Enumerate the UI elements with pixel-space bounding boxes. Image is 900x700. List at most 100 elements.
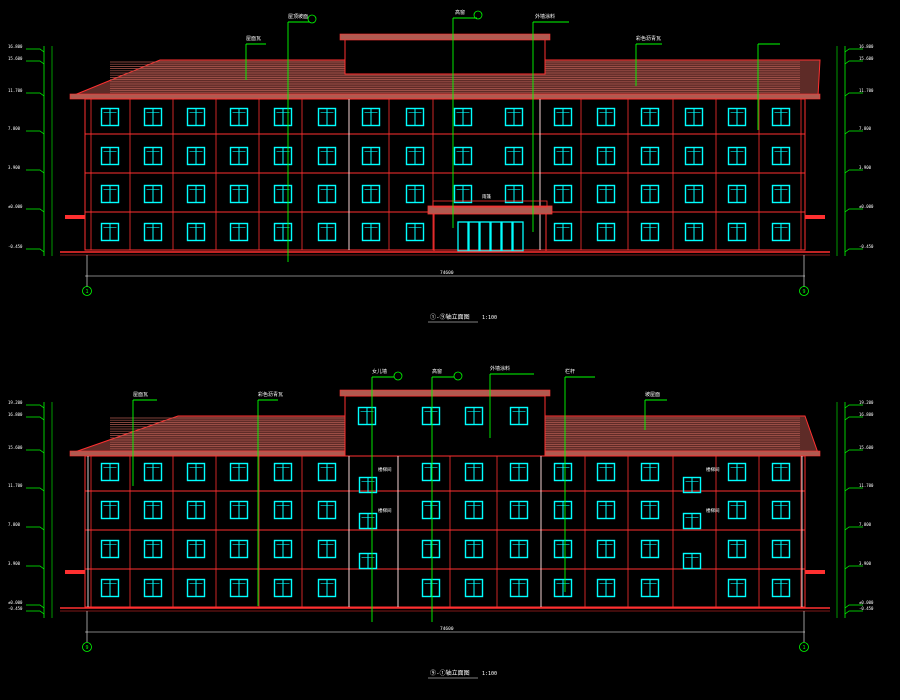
level-marks-left: 16.800 15.600 11.700 7.800 3.900 ±0.000 -0.450 — [8, 44, 53, 256]
level-marks-left: 19.20016.80015.60011.7007.8003.900±0.000… — [8, 400, 53, 618]
side-plinth-right — [805, 215, 825, 219]
level-marker — [844, 404, 863, 409]
leader-lines — [245, 10, 780, 262]
axis-bubble-left — [82, 286, 92, 296]
level-elevation: 7.800 — [859, 126, 872, 131]
side-plinth-right — [805, 570, 825, 574]
level-marker — [26, 604, 45, 609]
level-marker — [844, 130, 863, 135]
level-elevation: 7.800 — [859, 522, 872, 527]
level-marker — [26, 404, 45, 409]
level-elevation: 15.600 — [859, 445, 874, 450]
level-elevation: 16.800 — [8, 44, 23, 49]
level-marks-right: 19.20016.80015.60011.7007.8003.900±0.000… — [836, 400, 874, 618]
level-marker — [26, 248, 45, 253]
level-elevation: 3.900 — [8, 165, 21, 170]
level-elevation: -0.450 — [8, 244, 23, 249]
detail-bubble — [307, 14, 317, 24]
axis-label-right: 9 — [803, 289, 806, 295]
level-marker — [844, 92, 863, 97]
axis-label-right: 1 — [803, 645, 806, 651]
axis-bubble-right — [799, 642, 809, 652]
overall-dimension: 74600 — [440, 626, 454, 632]
level-marker — [844, 604, 863, 609]
axis-label-left: 9 — [86, 645, 89, 651]
level-elevation: 15.600 — [859, 56, 874, 61]
level-marker — [26, 565, 45, 570]
stair-label: 楼梯间 — [378, 507, 392, 514]
callout-text: 高窗 — [455, 9, 465, 16]
elevation-1: 屋顶坡面 高窗 外墙涂料 屋面瓦 彩色沥青瓦 雨篷 74600 1 9 ①-⑨轴… — [8, 9, 874, 323]
level-elevation: 16.800 — [859, 412, 874, 417]
side-plinth-left — [65, 215, 85, 219]
level-marker — [844, 449, 863, 454]
callout-text: 高窗 — [432, 368, 442, 375]
level-elevation: 3.900 — [859, 165, 872, 170]
level-marker — [844, 248, 863, 253]
callout-text: 女儿墙 — [372, 368, 387, 375]
callout-text: 外墙涂料 — [535, 13, 555, 20]
level-elevation: 19.200 — [8, 400, 23, 405]
stair-tower — [344, 395, 546, 457]
level-marker — [844, 610, 863, 615]
level-marker — [26, 48, 45, 53]
axis-bubble-left — [82, 642, 92, 652]
level-marker — [844, 60, 863, 65]
level-elevation: 15.600 — [8, 445, 23, 450]
roof-label: 彩色沥青瓦 — [258, 391, 283, 398]
level-elevation: ±0.000 — [859, 204, 874, 209]
callout-text: 屋顶坡面 — [288, 13, 308, 20]
level-marker — [844, 487, 863, 492]
level-elevation: 19.200 — [859, 400, 874, 405]
level-elevation: -0.450 — [859, 244, 874, 249]
level-elevation: 11.700 — [8, 88, 23, 93]
roof-label: 屋面瓦 — [133, 392, 148, 398]
level-marker — [844, 526, 863, 531]
level-marker — [26, 610, 45, 615]
stair-label: 楼梯间 — [706, 466, 720, 473]
entrance-door — [433, 214, 547, 252]
level-elevation: 7.800 — [8, 522, 21, 527]
entrance-canopy-top — [432, 200, 548, 208]
stair-label: 楼梯间 — [378, 466, 392, 473]
window-grid — [100, 107, 791, 242]
level-marker — [844, 169, 863, 174]
level-elevation: ±0.000 — [8, 600, 23, 605]
door-leaf — [468, 221, 480, 252]
level-marker — [26, 92, 45, 97]
level-marker — [844, 565, 863, 570]
level-marker — [844, 48, 863, 53]
level-elevation: 11.700 — [859, 483, 874, 488]
level-marker — [26, 208, 45, 213]
elevation-scale: 1:100 — [482, 315, 497, 321]
level-elevation: 11.700 — [8, 483, 23, 488]
roof-penthouse-cap — [339, 33, 551, 41]
level-elevation: 16.800 — [8, 412, 23, 417]
roof-label: 坡屋面 — [645, 391, 660, 398]
door-leaf — [501, 221, 513, 252]
level-marker — [26, 169, 45, 174]
elevation-scale: 1:100 — [482, 671, 497, 677]
roof-label: 屋面瓦 — [246, 36, 261, 42]
side-plinth-left — [65, 570, 85, 574]
level-elevation: 15.600 — [8, 56, 23, 61]
level-elevation: ±0.000 — [8, 204, 23, 209]
level-elevation: 11.700 — [859, 88, 874, 93]
level-marker — [26, 487, 45, 492]
facade-pilasters — [87, 456, 803, 607]
level-elevation: -0.450 — [8, 606, 23, 611]
window-grid — [100, 406, 791, 598]
level-elevation: 3.900 — [859, 561, 872, 566]
level-marker — [26, 130, 45, 135]
level-elevation: -0.450 — [859, 606, 874, 611]
roof-penthouse — [344, 37, 546, 75]
level-marker — [844, 416, 863, 421]
level-elevation: 7.800 — [8, 126, 21, 131]
leader-lines — [132, 371, 667, 622]
level-marker — [26, 449, 45, 454]
callout-text: 栏杆 — [565, 368, 575, 375]
axis-bubble-right — [799, 286, 809, 296]
facade-pilasters — [90, 99, 802, 250]
door-leaf — [457, 221, 469, 252]
